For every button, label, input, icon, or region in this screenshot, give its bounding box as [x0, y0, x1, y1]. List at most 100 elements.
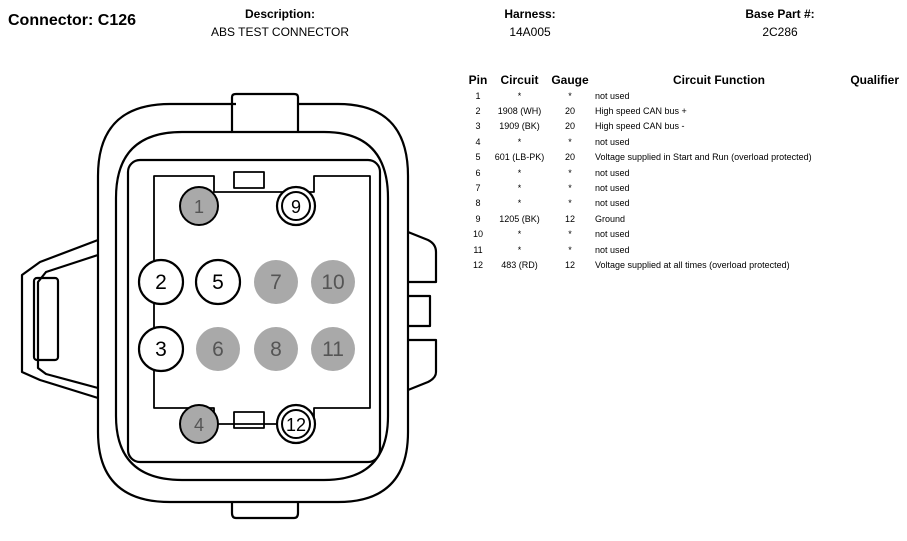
- circuit-function: not used: [595, 167, 630, 178]
- wire-gauge: 12: [564, 213, 575, 224]
- pin-4: 4: [179, 404, 219, 444]
- table-header-row: Pin Circuit Gauge Circuit Function Quali…: [466, 72, 899, 88]
- right-tab-lower: [407, 338, 438, 392]
- circuit-id: *: [517, 244, 522, 255]
- circuit-id: *: [517, 90, 522, 101]
- pin-number: 3: [475, 121, 481, 132]
- pin-label: 3: [155, 338, 167, 361]
- pin-label: 9: [291, 197, 301, 217]
- circuit-function: Ground: [595, 213, 626, 224]
- qualifier: [843, 165, 899, 180]
- base-part-label: Base Part #:: [745, 7, 815, 21]
- pin-label: 6: [212, 338, 224, 361]
- circuit-function: not used: [595, 229, 630, 240]
- pin-label: 10: [321, 271, 344, 294]
- pinout-table: Pin Circuit Gauge Circuit Function Quali…: [466, 72, 899, 273]
- circuit-function: not used: [595, 136, 630, 147]
- wire-gauge: *: [568, 229, 572, 240]
- wire-gauge: 20: [564, 106, 575, 117]
- pin-number: 4: [475, 136, 481, 147]
- pin-circle: [254, 260, 298, 304]
- table-row: 1 * * not used: [466, 88, 899, 103]
- latch-outer: [20, 238, 99, 400]
- pin-11: 11: [311, 327, 355, 371]
- description-label: Description:: [244, 7, 315, 21]
- wire-gauge: *: [568, 244, 572, 255]
- latch-inner: [36, 253, 99, 390]
- circuit-function: not used: [595, 244, 630, 255]
- wire-gauge: 12: [564, 259, 575, 270]
- connector-label: Connector:: [8, 12, 94, 29]
- key-notch-bottom: [233, 411, 265, 429]
- pin-2: 2: [137, 258, 185, 306]
- pin-8: 8: [254, 327, 298, 371]
- wire-gauge: 20: [564, 152, 575, 163]
- cavity-outline: [153, 175, 371, 425]
- circuit-function: Voltage supplied in Start and Run (overl…: [595, 152, 812, 163]
- qualifier: [843, 134, 899, 149]
- pin-label: 4: [194, 415, 204, 435]
- circuit-function: not used: [595, 198, 630, 209]
- qualifier: [843, 211, 899, 226]
- pin-label: 11: [322, 338, 344, 361]
- circuit-function: High speed CAN bus +: [595, 106, 687, 117]
- qualifier: [843, 196, 899, 211]
- pin-label: 8: [270, 338, 282, 361]
- qualifier: [843, 180, 899, 195]
- pin-number: 1: [475, 90, 481, 101]
- circuit-id: 601 (LB-PK): [494, 152, 545, 163]
- connector-id: C126: [97, 12, 137, 29]
- pin-inner-ring: [281, 409, 311, 439]
- pin-circle: [179, 404, 219, 444]
- qualifier: [843, 103, 899, 118]
- pin-number: 11: [473, 244, 483, 255]
- base-part-value: 2C286: [762, 25, 798, 39]
- wire-gauge: *: [568, 90, 572, 101]
- pin-10: 10: [311, 260, 355, 304]
- pin-label: 12: [286, 415, 306, 435]
- pin-inner-ring: [281, 191, 311, 221]
- pin-circle: [311, 260, 355, 304]
- pin-number: 6: [475, 167, 481, 178]
- pin-3: 3: [137, 325, 185, 373]
- circuit-id: *: [517, 167, 522, 178]
- pin-number: 12: [472, 259, 483, 270]
- qualifier: [843, 257, 899, 272]
- table-row: 10**not used: [466, 227, 899, 242]
- latch-tab: [32, 276, 60, 362]
- pin-label: 7: [270, 271, 282, 294]
- key-notch-top: [233, 171, 265, 189]
- header-gauge: Gauge: [551, 73, 589, 87]
- pin-12: 12: [275, 403, 317, 445]
- pin-number: 8: [475, 198, 481, 209]
- pin-1: 1: [179, 186, 219, 226]
- circuit-id: 1909 (BK): [499, 121, 540, 132]
- seal-ring: [126, 158, 382, 464]
- wire-gauge: *: [568, 183, 572, 194]
- header-function: Circuit Function: [673, 73, 765, 87]
- pin-circle: [137, 325, 185, 373]
- qualifier: [843, 227, 899, 242]
- circuit-id: *: [517, 229, 522, 240]
- circuit-function: Voltage supplied at all times (overload …: [595, 259, 790, 270]
- top-tab: [230, 92, 300, 104]
- circuit-function: High speed CAN bus -: [595, 121, 685, 132]
- circuit-id: *: [517, 198, 522, 209]
- description-value: ABS TEST CONNECTOR: [210, 25, 350, 39]
- table-row: 4**not used: [466, 134, 899, 149]
- housing-inner: [114, 130, 390, 482]
- circuit-function: not used: [595, 90, 630, 101]
- pin-7: 7: [254, 260, 298, 304]
- connector-title: Connector: C126: [8, 12, 136, 30]
- pin-label: 1: [194, 197, 204, 217]
- pin-5: 5: [194, 258, 242, 306]
- qualifier: [843, 150, 899, 165]
- header-pin: Pin: [468, 73, 488, 87]
- harness-value: 14A005: [509, 25, 551, 39]
- pin-number: 9: [475, 213, 481, 224]
- circuit-id: *: [517, 183, 522, 194]
